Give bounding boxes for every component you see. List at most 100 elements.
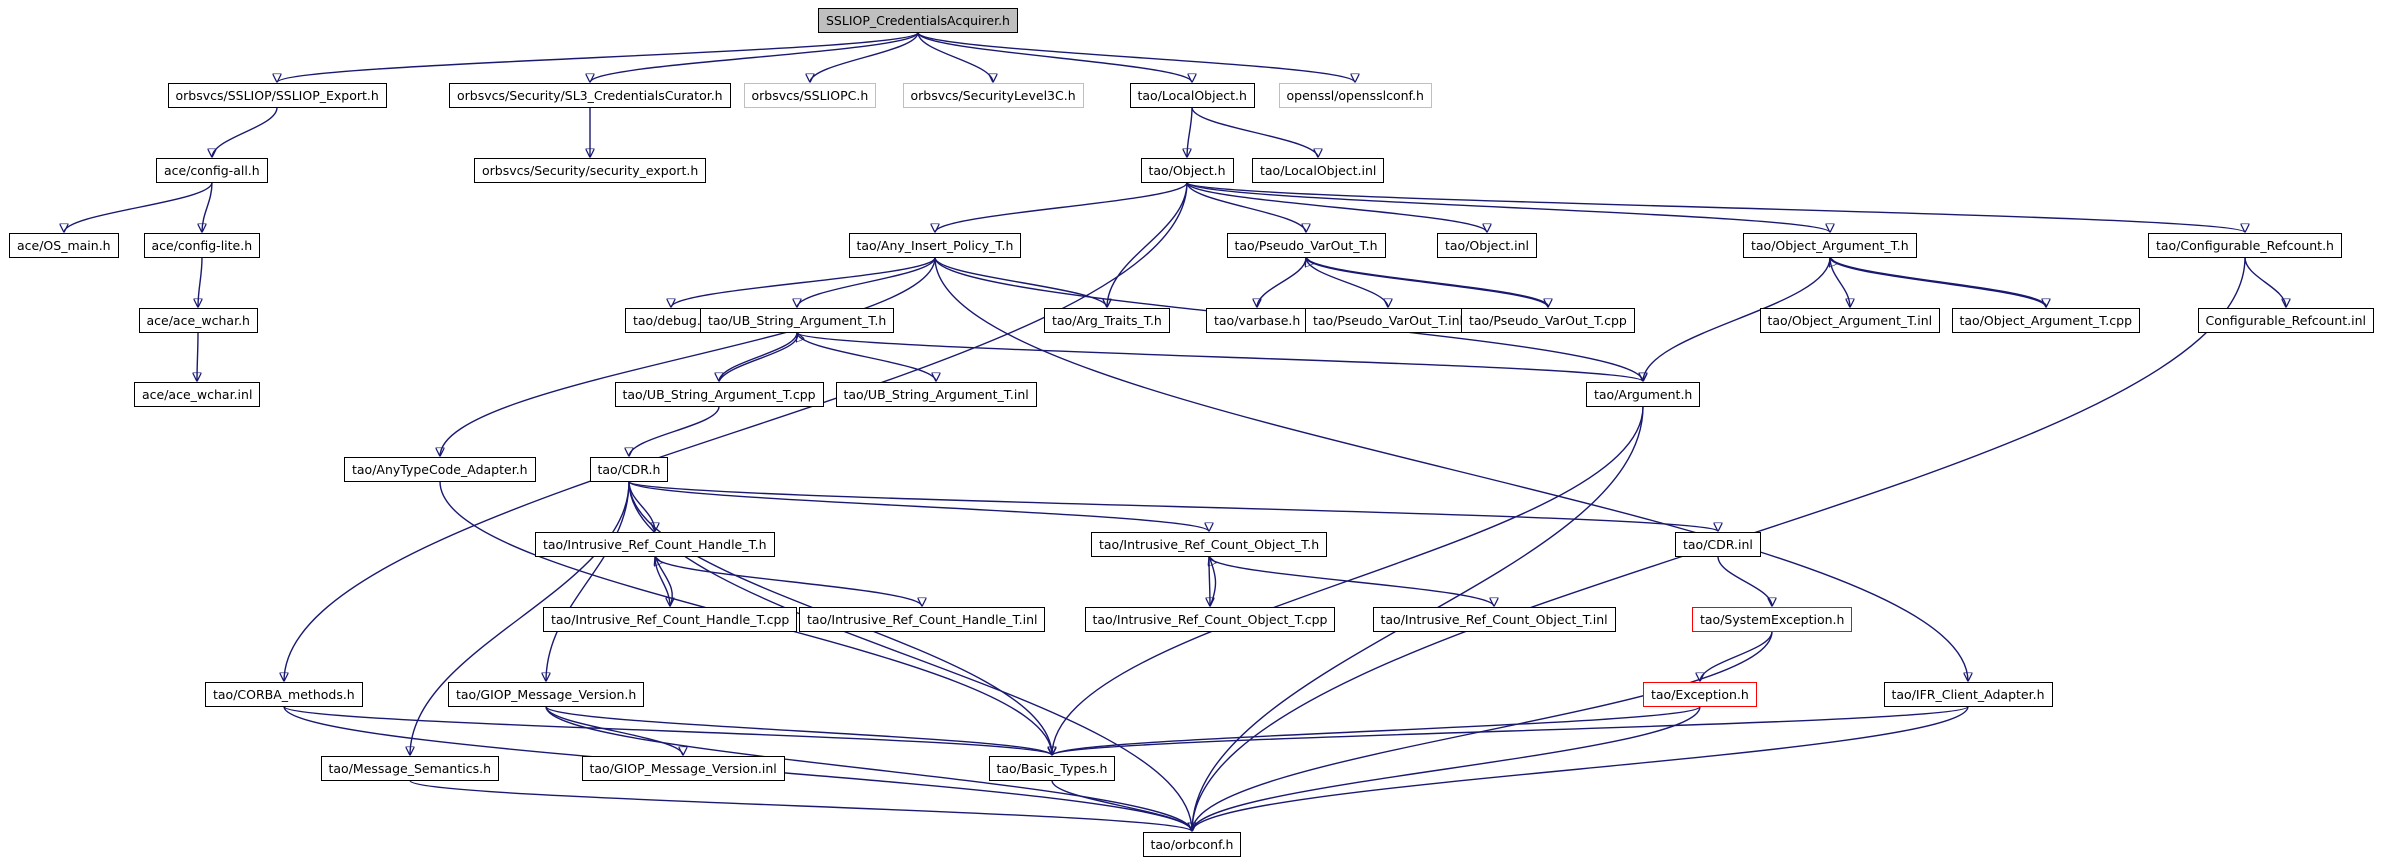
edge-n_localobj-to-n_object [1187, 107, 1193, 158]
edge-root-to-n_opensslconf [917, 31, 1355, 84]
node-n_corbam[interactable]: tao/CORBA_methods.h [205, 681, 363, 707]
edge-n_msgsem-to-n_orbconf [409, 779, 1192, 833]
edge-n_irch-to-n_irchinl [654, 556, 922, 607]
node-n_pseudovar[interactable]: tao/Pseudo_VarOut_T.h [1226, 232, 1386, 258]
edge-n_ubstrcpp-to-n_cdr [629, 406, 720, 457]
edge-n_irco-to-n_irococpp [1209, 556, 1210, 607]
edge-n_cdr-to-n_irco [628, 480, 1209, 533]
edge-n_exception-to-n_basictypes [1052, 705, 1701, 757]
node-n_irchcpp[interactable]: tao/Intrusive_Ref_Count_Handle_T.cpp [543, 606, 798, 632]
node-n_sslexp[interactable]: orbsvcs/SSLIOP/SSLIOP_Export.h [167, 82, 387, 108]
node-n_objargcpp[interactable]: tao/Object_Argument_T.cpp [1951, 307, 2141, 333]
node-n_acewcharinl[interactable]: ace/ace_wchar.inl [134, 381, 261, 407]
edge-n_ubstr-to-n_ubstrinl [796, 332, 936, 382]
node-n_osmain[interactable]: ace/OS_main.h [9, 232, 119, 258]
node-n_sssliopc[interactable]: orbsvcs/SSLIOPC.h [743, 82, 877, 108]
node-n_cdr[interactable]: tao/CDR.h [589, 456, 669, 482]
node-root[interactable]: SSLIOP_CredentialsAcquirer.h [818, 7, 1018, 33]
edge-n_configall-to-n_osmain [64, 182, 213, 233]
node-n_pseudovarinl[interactable]: tao/Pseudo_VarOut_T.inl [1305, 307, 1471, 333]
edge-n_object-to-n_cfgref [1186, 181, 2245, 234]
node-n_varbase[interactable]: tao/varbase.h [1206, 307, 1309, 333]
node-n_object[interactable]: tao/Object.h [1140, 157, 1234, 183]
node-n_irch[interactable]: tao/Intrusive_Ref_Count_Handle_T.h [535, 531, 775, 557]
node-n_acewchar[interactable]: ace/ace_wchar.h [138, 307, 258, 333]
edge-root-to-n_seclvl3 [917, 32, 993, 83]
node-n_seclvl3[interactable]: orbsvcs/SecurityLevel3C.h [902, 82, 1084, 108]
node-n_sysexc[interactable]: tao/SystemException.h [1692, 606, 1853, 632]
edge-n_pseudovar-to-n_pseudovarcpp [1305, 257, 1548, 308]
edge-n_localobj-to-n_localobjinl [1191, 107, 1318, 158]
node-n_configall[interactable]: ace/config-all.h [156, 157, 268, 183]
edge-n_ifrca-to-n_orbconf [1192, 706, 1969, 832]
edge-n_giopver-to-n_orbconf [545, 706, 1192, 832]
node-n_msgsem[interactable]: tao/Message_Semantics.h [320, 755, 499, 781]
edge-n_giopver-to-n_basictypes [545, 705, 1052, 757]
edge-n_giopver-to-n_giopverinl [545, 706, 683, 756]
node-n_localobj[interactable]: tao/LocalObject.h [1129, 82, 1255, 108]
node-n_ubstrcpp[interactable]: tao/UB_String_Argument_T.cpp [614, 381, 824, 407]
node-n_anyins[interactable]: tao/Any_Insert_Policy_T.h [848, 232, 1022, 258]
node-n_localobjinl[interactable]: tao/LocalObject.inl [1252, 157, 1385, 183]
node-n_irocoinl[interactable]: tao/Intrusive_Ref_Count_Object_T.inl [1372, 606, 1616, 632]
edge-n_anyins-to-n_debug [671, 257, 936, 308]
node-n_giopver[interactable]: tao/GIOP_Message_Version.h [448, 681, 645, 707]
edge-n_pseudovarcpp-to-n_pseudovar [1306, 258, 1549, 309]
node-n_irococpp[interactable]: tao/Intrusive_Ref_Count_Object_T.cpp [1084, 606, 1336, 632]
node-n_pseudovarcpp[interactable]: tao/Pseudo_VarOut_T.cpp [1461, 307, 1635, 333]
edge-n_ubstr-to-n_argument [796, 331, 1643, 383]
node-n_cfgrefinl[interactable]: Configurable_Refcount.inl [2197, 307, 2374, 333]
edge-n_cfgref-to-n_cfgrefinl [2244, 257, 2286, 308]
edge-n_anyins-to-n_anytc [440, 257, 936, 457]
edge-n_object-to-n_objarg [1186, 181, 1830, 234]
node-n_configlite[interactable]: ace/config-lite.h [143, 232, 261, 258]
edge-n_object-to-n_corbam [284, 182, 1188, 682]
node-n_objarg[interactable]: tao/Object_Argument_T.h [1743, 232, 1917, 258]
node-n_irco[interactable]: tao/Intrusive_Ref_Count_Object_T.h [1091, 531, 1328, 557]
edge-n_ifrca-to-n_basictypes [1052, 705, 1969, 757]
node-n_objarginl[interactable]: tao/Object_Argument_T.inl [1759, 307, 1941, 333]
node-n_secexp[interactable]: orbsvcs/Security/security_export.h [474, 157, 707, 183]
edge-n_cdrinl-to-n_sysexc [1717, 556, 1772, 607]
node-n_opensslconf[interactable]: openssl/opensslconf.h [1278, 82, 1432, 108]
edge-n_pseudovar-to-n_varbase [1257, 257, 1307, 308]
node-n_exception[interactable]: tao/Exception.h [1643, 681, 1757, 707]
edge-n_objarg-to-n_objargcpp [1829, 257, 2046, 308]
edge-n_anyins-to-n_ifrca [934, 257, 1968, 682]
node-n_orbconf[interactable]: tao/orbconf.h [1142, 831, 1242, 857]
edge-n_anyins-to-n_ubstr [797, 257, 936, 308]
edge-n_object-to-n_pseudovar [1186, 182, 1306, 233]
node-n_objectinl[interactable]: tao/Object.inl [1437, 232, 1537, 258]
edge-n_object-to-n_anyins [935, 182, 1188, 233]
node-n_sl3cur[interactable]: orbsvcs/Security/SL3_CredentialsCurator.… [449, 82, 731, 108]
node-n_cfgref[interactable]: tao/Configurable_Refcount.h [2148, 232, 2342, 258]
node-n_ubstrinl[interactable]: tao/UB_String_Argument_T.inl [835, 381, 1037, 407]
node-n_ubstr[interactable]: tao/UB_String_Argument_T.h [700, 307, 895, 333]
node-n_cdrinl[interactable]: tao/CDR.inl [1675, 531, 1761, 557]
node-n_argument[interactable]: tao/Argument.h [1586, 381, 1701, 407]
edge-n_ubstr-to-n_ubstrcpp [719, 332, 798, 382]
edge-n_ubstrcpp-to-n_ubstr [718, 333, 798, 382]
edge-n_irchcpp-to-n_irch [655, 557, 673, 607]
edge-root-to-n_sslexp [277, 31, 919, 84]
edge-n_object-to-n_argtraits [1107, 182, 1188, 308]
node-n_anytc[interactable]: tao/AnyTypeCode_Adapter.h [344, 456, 536, 482]
node-n_irchinl[interactable]: tao/Intrusive_Ref_Count_Handle_T.inl [799, 606, 1046, 632]
edge-n_sslexp-to-n_configall [212, 107, 278, 158]
edge-n_irco-to-n_irocoinl [1208, 556, 1494, 607]
edge-root-to-n_localobj [917, 32, 1192, 83]
node-n_argtraits[interactable]: tao/Arg_Traits_T.h [1044, 307, 1170, 333]
edge-root-to-n_sl3cur [590, 31, 919, 84]
node-n_ifrca[interactable]: tao/IFR_Client_Adapter.h [1883, 681, 2053, 707]
edge-n_corbam-to-n_basictypes [283, 705, 1052, 757]
edge-n_object-to-n_objectinl [1186, 181, 1487, 234]
edge-n_anyins-to-n_argtraits [934, 257, 1107, 308]
edge-n_cdr-to-n_cdrinl [628, 480, 1718, 533]
node-n_giopverinl[interactable]: tao/GIOP_Message_Version.inl [581, 755, 785, 781]
node-n_basictypes[interactable]: tao/Basic_Types.h [988, 755, 1116, 781]
edge-n_cdr-to-n_msgsem [410, 481, 630, 756]
edge-n_basictypes-to-n_orbconf [1051, 780, 1192, 832]
edge-n_objarg-to-n_argument [1643, 257, 1831, 382]
